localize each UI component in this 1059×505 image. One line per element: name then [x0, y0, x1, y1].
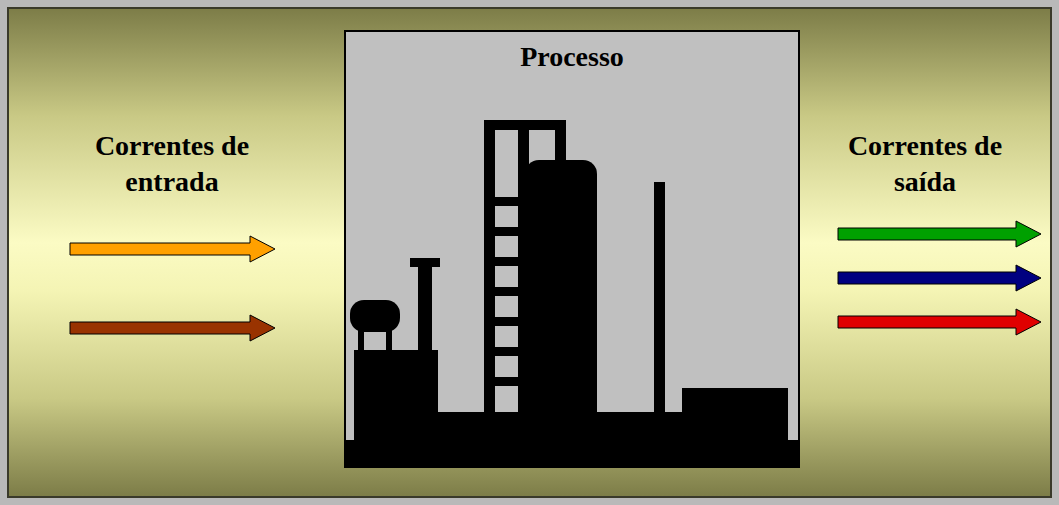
output-arrow [838, 221, 1041, 247]
process-title: Processo [346, 32, 798, 74]
refinery-silhouette [346, 32, 798, 466]
stream-label: Correntes de entrada [67, 128, 277, 200]
stream-label: Correntes de saída [825, 128, 1025, 200]
output-arrow [838, 265, 1041, 291]
output-arrow [838, 309, 1041, 335]
input-arrow [70, 315, 275, 341]
input-arrow [70, 236, 275, 262]
process-box: Processo [344, 30, 800, 468]
